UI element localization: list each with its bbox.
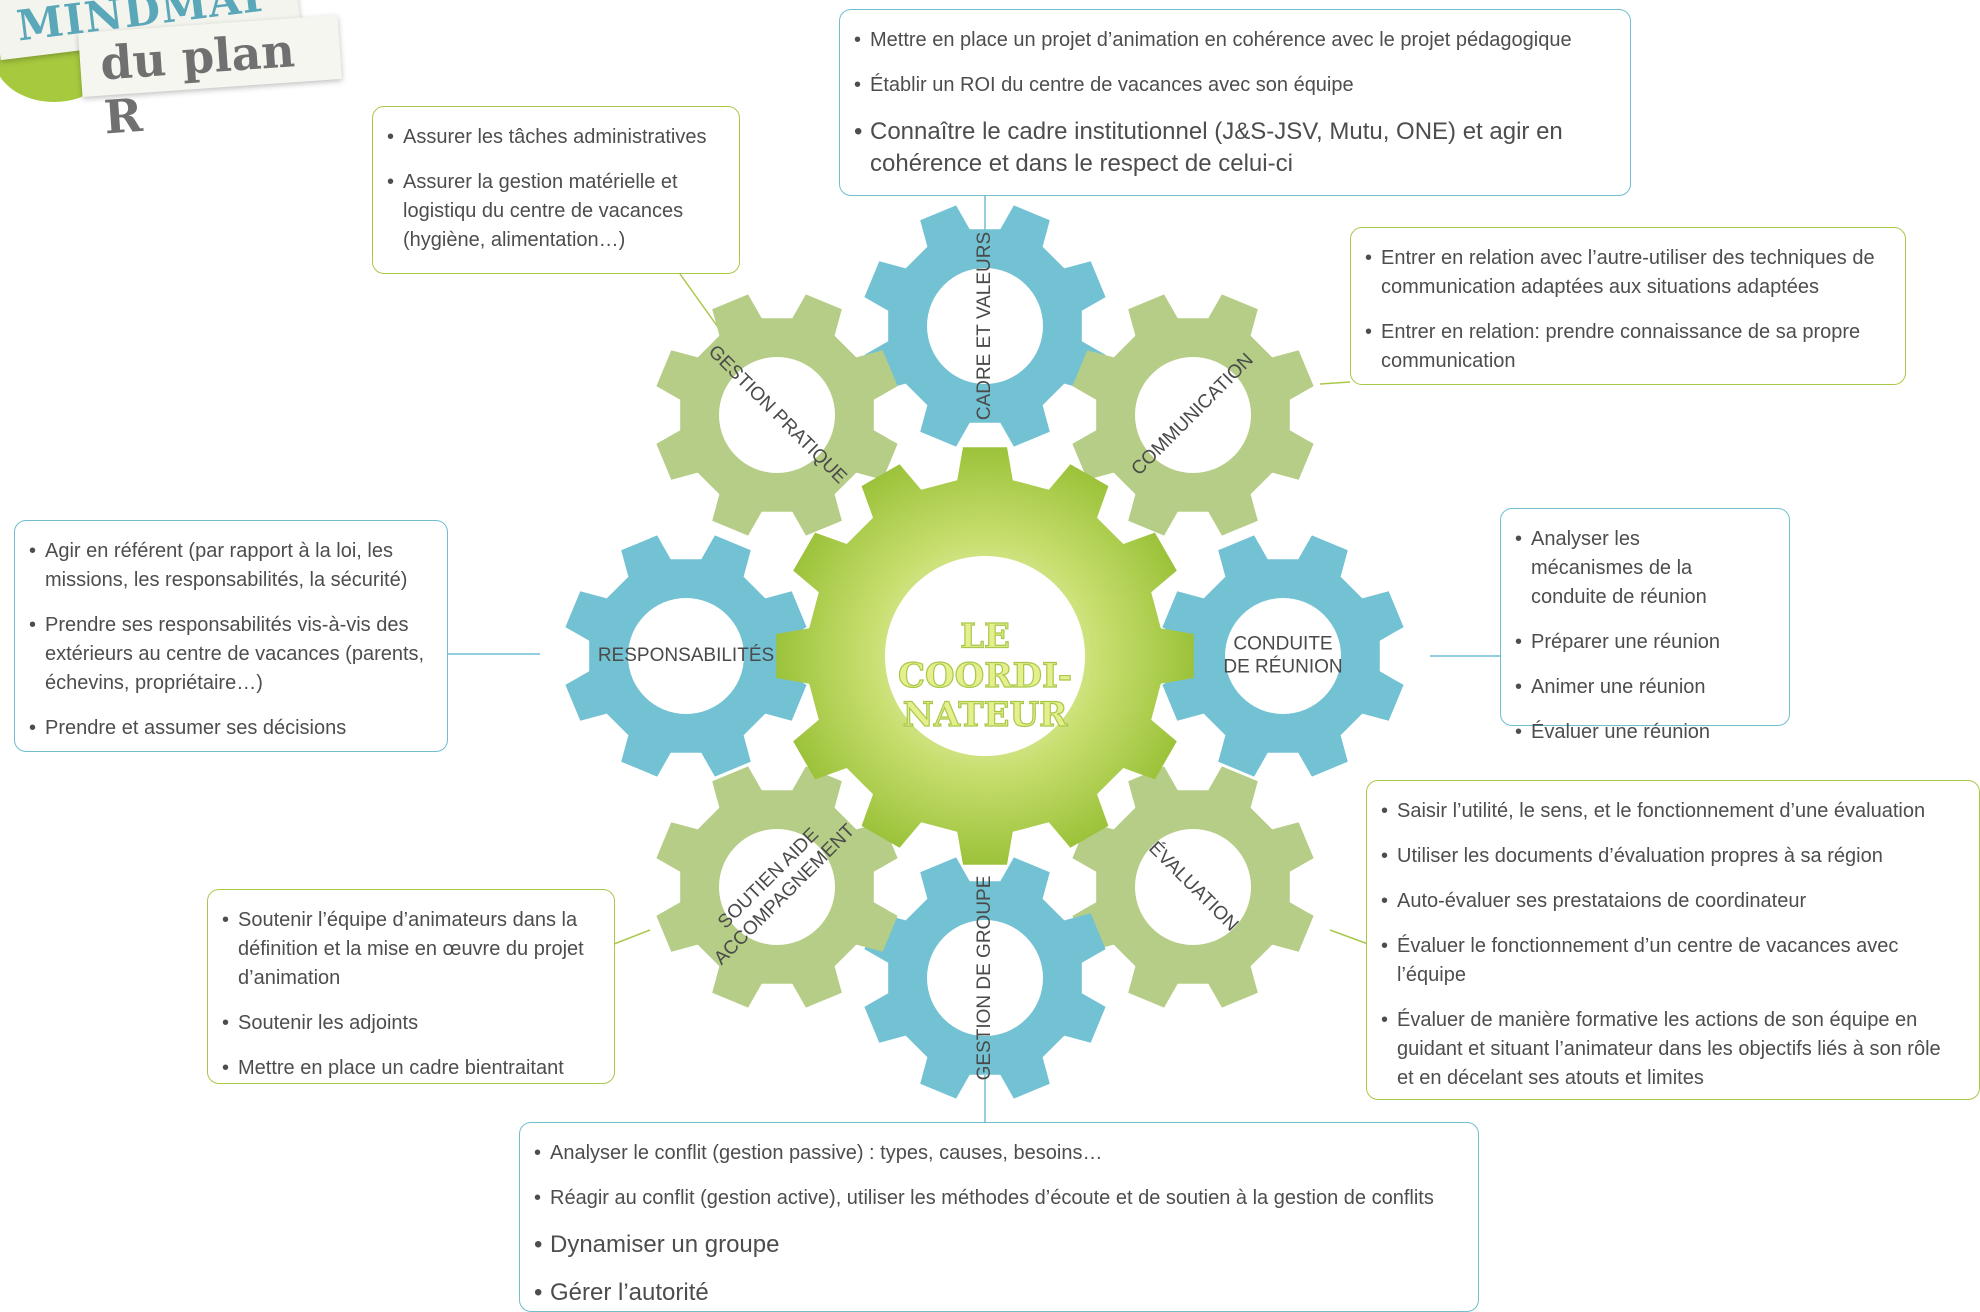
- list-item: Entrer en relation avec l’autre-utiliser…: [1365, 244, 1891, 302]
- gear-center-hub: [885, 556, 1085, 756]
- gear-evaluation: ÉVALUATION: [1072, 766, 1314, 1008]
- list-item: Prendre ses responsabilités vis-à-vis de…: [29, 611, 433, 698]
- center-title-line: NATEUR: [903, 695, 1068, 735]
- list-item: Utiliser les documents d’évaluation prop…: [1381, 842, 1965, 871]
- list-item: Prendre et assumer ses décisions: [29, 714, 433, 743]
- list-item: Mettre en place un projet d’animation en…: [854, 26, 1616, 55]
- list-item: Dynamiser un groupe: [534, 1229, 1464, 1261]
- mindmap-logo: MINDMAP du plan R: [0, 0, 350, 145]
- gear-cadre-label: CADRE ET VALEURS: [974, 232, 995, 420]
- gear-soutien: SOUTIEN AIDEACCOMPAGNEMENT: [656, 766, 898, 1008]
- list-item: Mettre en place un cadre bientraitant: [222, 1054, 600, 1083]
- gear-evaluation-hub: [1135, 829, 1251, 945]
- connector-communication: [1319, 381, 1351, 385]
- box-conduite: Analyser les mécanismes de la conduite d…: [1500, 508, 1790, 747]
- box-communication: Entrer en relation avec l’autre-utiliser…: [1350, 227, 1906, 385]
- gear-conduite-hub: [1225, 598, 1341, 714]
- list-item: Saisir l’utilité, le sens, et le fonctio…: [1381, 797, 1965, 826]
- list-item: Analyser les mécanismes de la conduite d…: [1515, 525, 1775, 612]
- list-item: Animer une réunion: [1515, 673, 1775, 702]
- list-item: Soutenir les adjoints: [222, 1009, 600, 1038]
- list-item: Soutenir l’équipe d’animateurs dans la d…: [222, 906, 600, 993]
- list-item: Préparer une réunion: [1515, 628, 1775, 657]
- list-item: Réagir au conflit (gestion active), util…: [534, 1184, 1464, 1213]
- list-item: Entrer en relation: prendre connaissance…: [1365, 318, 1891, 376]
- center-title-line: COORDI-: [898, 656, 1072, 696]
- list-item: Agir en référent (par rapport à la loi, …: [29, 537, 433, 595]
- box-gestion: Assurer les tâches administratives Assur…: [372, 106, 740, 274]
- list-item: Auto-évaluer ses prestataions de coordin…: [1381, 887, 1965, 916]
- gear-groupe-label: GESTION DE GROUPE: [974, 876, 995, 1081]
- connector-evaluation: [1329, 929, 1369, 945]
- box-evaluation: Saisir l’utilité, le sens, et le fonctio…: [1366, 780, 1980, 1100]
- gear-groupe-hub: [927, 920, 1043, 1036]
- list-item: Connaître le cadre institutionnel (J&S-J…: [854, 116, 1616, 180]
- list-item: Assurer la gestion matérielle et logisti…: [387, 168, 725, 255]
- gear-responsabilites-hub: [628, 598, 744, 714]
- gear-responsabilites-label: RESPONSABILITÉS: [598, 645, 774, 666]
- box-groupe: Analyser le conflit (gestion passive) : …: [519, 1122, 1479, 1312]
- connector-gestion: [679, 273, 721, 331]
- gear-responsabilites: RESPONSABILITÉS: [565, 535, 807, 777]
- list-item: Analyser le conflit (gestion passive) : …: [534, 1139, 1464, 1168]
- center-title-line: LE: [960, 617, 1010, 657]
- gear-soutien-hub: [719, 829, 835, 945]
- box-cadre: Mettre en place un projet d’animation en…: [839, 9, 1631, 196]
- gear-groupe: GESTION DE GROUPE: [864, 857, 1106, 1099]
- gear-gestion: GESTION PRATIQUE: [656, 294, 898, 536]
- list-item: Établir un ROI du centre de vacances ave…: [854, 71, 1616, 100]
- connector-soutien: [613, 929, 651, 945]
- gear-gestion-hub: [719, 357, 835, 473]
- list-item: Évaluer une réunion: [1515, 718, 1775, 747]
- gear-communication: COMMUNICATION: [1072, 294, 1314, 536]
- list-item: Évaluer le fonctionnement d’un centre de…: [1381, 932, 1965, 990]
- connector-lines: [448, 196, 1500, 1122]
- list-item: Évaluer de manière formative les actions…: [1381, 1006, 1965, 1093]
- gear-communication-hub: [1135, 357, 1251, 473]
- gear-cadre-hub: [927, 268, 1043, 384]
- list-item: Assurer les tâches administratives: [387, 123, 725, 152]
- box-soutien: Soutenir l’équipe d’animateurs dans la d…: [207, 889, 615, 1084]
- gear-cadre: CADRE ET VALEURS: [864, 205, 1106, 447]
- list-item: Gérer l’autorité: [534, 1277, 1464, 1309]
- box-responsabilites: Agir en référent (par rapport à la loi, …: [14, 520, 448, 752]
